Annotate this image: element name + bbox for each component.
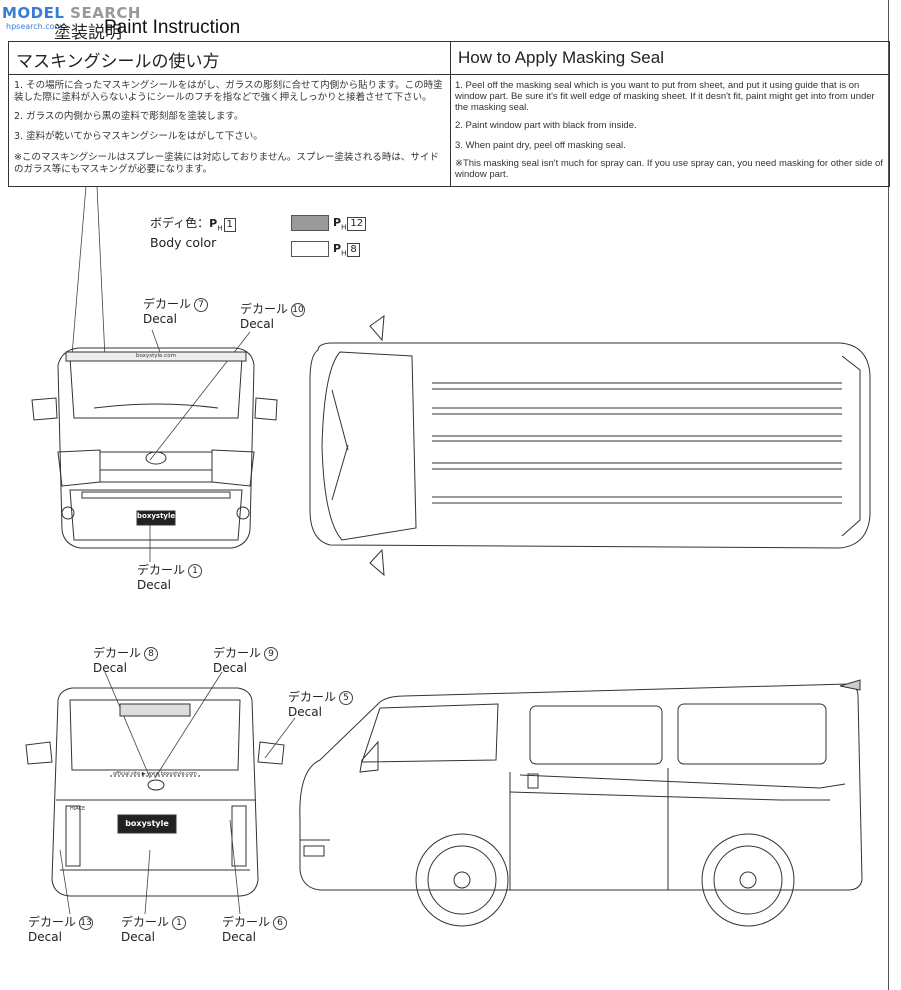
body-color-code: 1	[223, 218, 236, 232]
jp-step-3: 3. 塗料が乾いてからマスキングシールをはがして下さい。	[14, 131, 263, 142]
front-view	[31, 347, 278, 549]
watermark-logo: MODEL SEARCH	[2, 4, 141, 22]
side-view	[299, 679, 863, 927]
masking-title-jp: マスキングシールの使い方	[16, 52, 220, 72]
jp-note: ※このマスキングシールはスプレー塗装には対応しておりません。スプレー塗装される時…	[14, 152, 439, 175]
jp-step-2: 2. ガラスの内側から黒の塗料で彫刻部を塗装します。	[14, 111, 244, 122]
swatch-white	[291, 241, 329, 257]
swatch-grey	[291, 215, 329, 231]
body-color-label-en: Body color	[150, 235, 217, 250]
instruction-box-divider	[450, 41, 451, 186]
en-step-2: 2. Paint window part with black from ins…	[455, 120, 637, 131]
en-step-1: 1. Peel off the masking seal which is yo…	[455, 80, 875, 114]
front-plate-text: boxystyle	[137, 512, 176, 520]
instruction-box	[8, 41, 890, 187]
top-view	[309, 314, 871, 577]
instruction-box-header-line	[8, 74, 889, 75]
en-note: ※This masking seal isn't much for spray …	[455, 158, 883, 181]
rear-view	[25, 687, 285, 897]
header-title-en: Paint Instruction	[104, 17, 241, 38]
leader-lines	[59, 185, 296, 915]
en-step-3: 3. When paint dry, peel off masking seal…	[455, 140, 626, 151]
visor-decal-text: boxystyle.com	[136, 353, 176, 359]
jp-step-1: 1. その場所に合ったマスキングシールをはがし、ガラスの彫刻に合せて内側から貼り…	[14, 80, 443, 103]
masking-title-en: How to Apply Masking Seal	[458, 48, 664, 67]
header-title-jp: 塗装説明	[54, 23, 122, 43]
rear-plate-text: boxystyle	[125, 819, 169, 828]
page-border-right	[888, 0, 889, 990]
watermark-site: hpsearch.com	[6, 22, 63, 31]
rear-glass-decal-text: official site ▶ www.boxystyle.com	[113, 771, 197, 777]
hiace-badge: HIACE	[70, 806, 86, 812]
